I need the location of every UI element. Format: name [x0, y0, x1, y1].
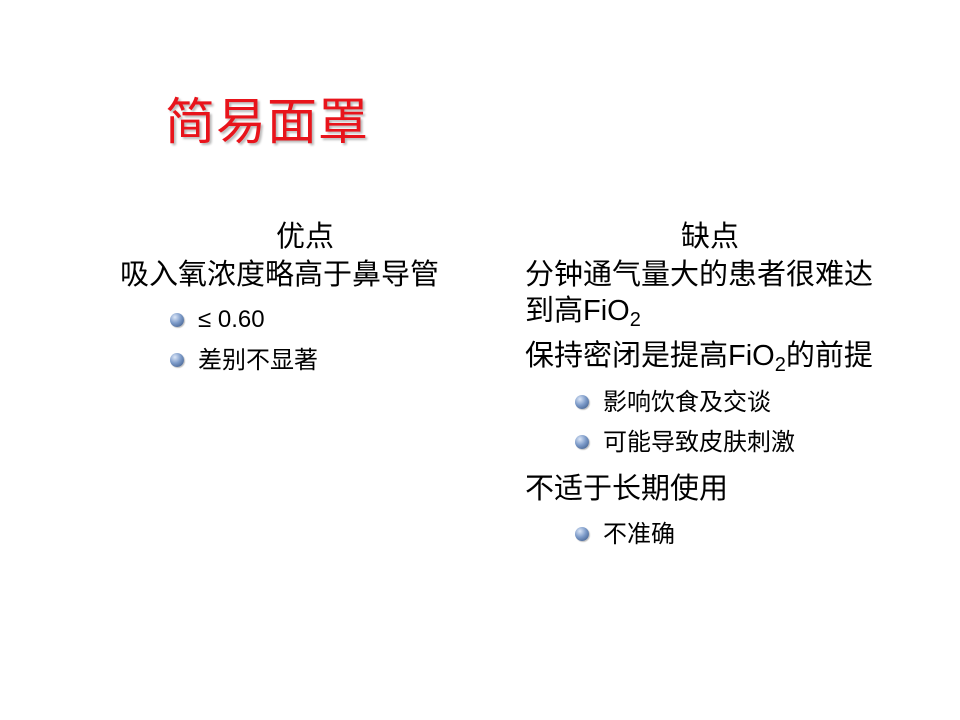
sphere-bullet-icon [575, 527, 589, 542]
sphere-bullet-icon [170, 353, 184, 368]
disadvantage-3-sub-list: 不准确 [575, 514, 885, 554]
sub-item-text: 影响饮食及交谈 [603, 388, 771, 417]
sub-item-text: 可能导致皮肤刺激 [603, 428, 795, 457]
list-item: 差别不显著 [170, 340, 480, 380]
point-text: 保持密闭是提高 [525, 338, 729, 373]
fio-text: FiO [583, 295, 630, 328]
sub-item-text: ≤ 0.60 [198, 306, 265, 334]
list-item: 影响饮食及交谈 [575, 382, 885, 422]
disadvantages-heading: 缺点 [680, 219, 739, 253]
list-item: 可能导致皮肤刺激 [575, 422, 885, 462]
advantage-point: 吸入氧浓度略高于鼻导管 [120, 257, 440, 292]
advantage-sub-list: ≤ 0.60 差别不显著 [170, 300, 480, 380]
fio-subscript: 2 [629, 309, 641, 332]
disadvantages-column: 缺点 分钟通气量大的患者很难达到高FiO2 保持密闭是提高FiO2的前提 影响饮… [525, 218, 885, 562]
sub-item-text: 差别不显著 [198, 346, 318, 375]
disadvantage-2-sub-list: 影响饮食及交谈 可能导致皮肤刺激 [575, 382, 885, 462]
list-item: 不准确 [575, 514, 885, 554]
sphere-bullet-icon [575, 435, 589, 450]
list-item: ≤ 0.60 [170, 300, 480, 340]
disadvantage-point-2: 保持密闭是提高FiO2的前提 [525, 337, 885, 377]
sub-item-text: 不准确 [603, 520, 675, 549]
fio-subscript: 2 [774, 354, 786, 377]
sphere-bullet-icon [575, 395, 589, 410]
slide-title: 简易面罩 [165, 93, 369, 151]
disadvantage-point-1: 分钟通气量大的患者很难达到高FiO2 [525, 256, 885, 332]
fio-text: FiO [728, 340, 775, 373]
point-text-trail: 的前提 [785, 338, 873, 373]
point-text: 分钟通气量大的患者很难达到高 [525, 257, 874, 328]
sphere-bullet-icon [170, 313, 184, 328]
advantages-column: 优点 吸入氧浓度略高于鼻导管 ≤ 0.60 差别不显著 [120, 218, 480, 388]
disadvantage-point-3: 不适于长期使用 [525, 471, 729, 506]
advantages-heading: 优点 [275, 219, 334, 253]
